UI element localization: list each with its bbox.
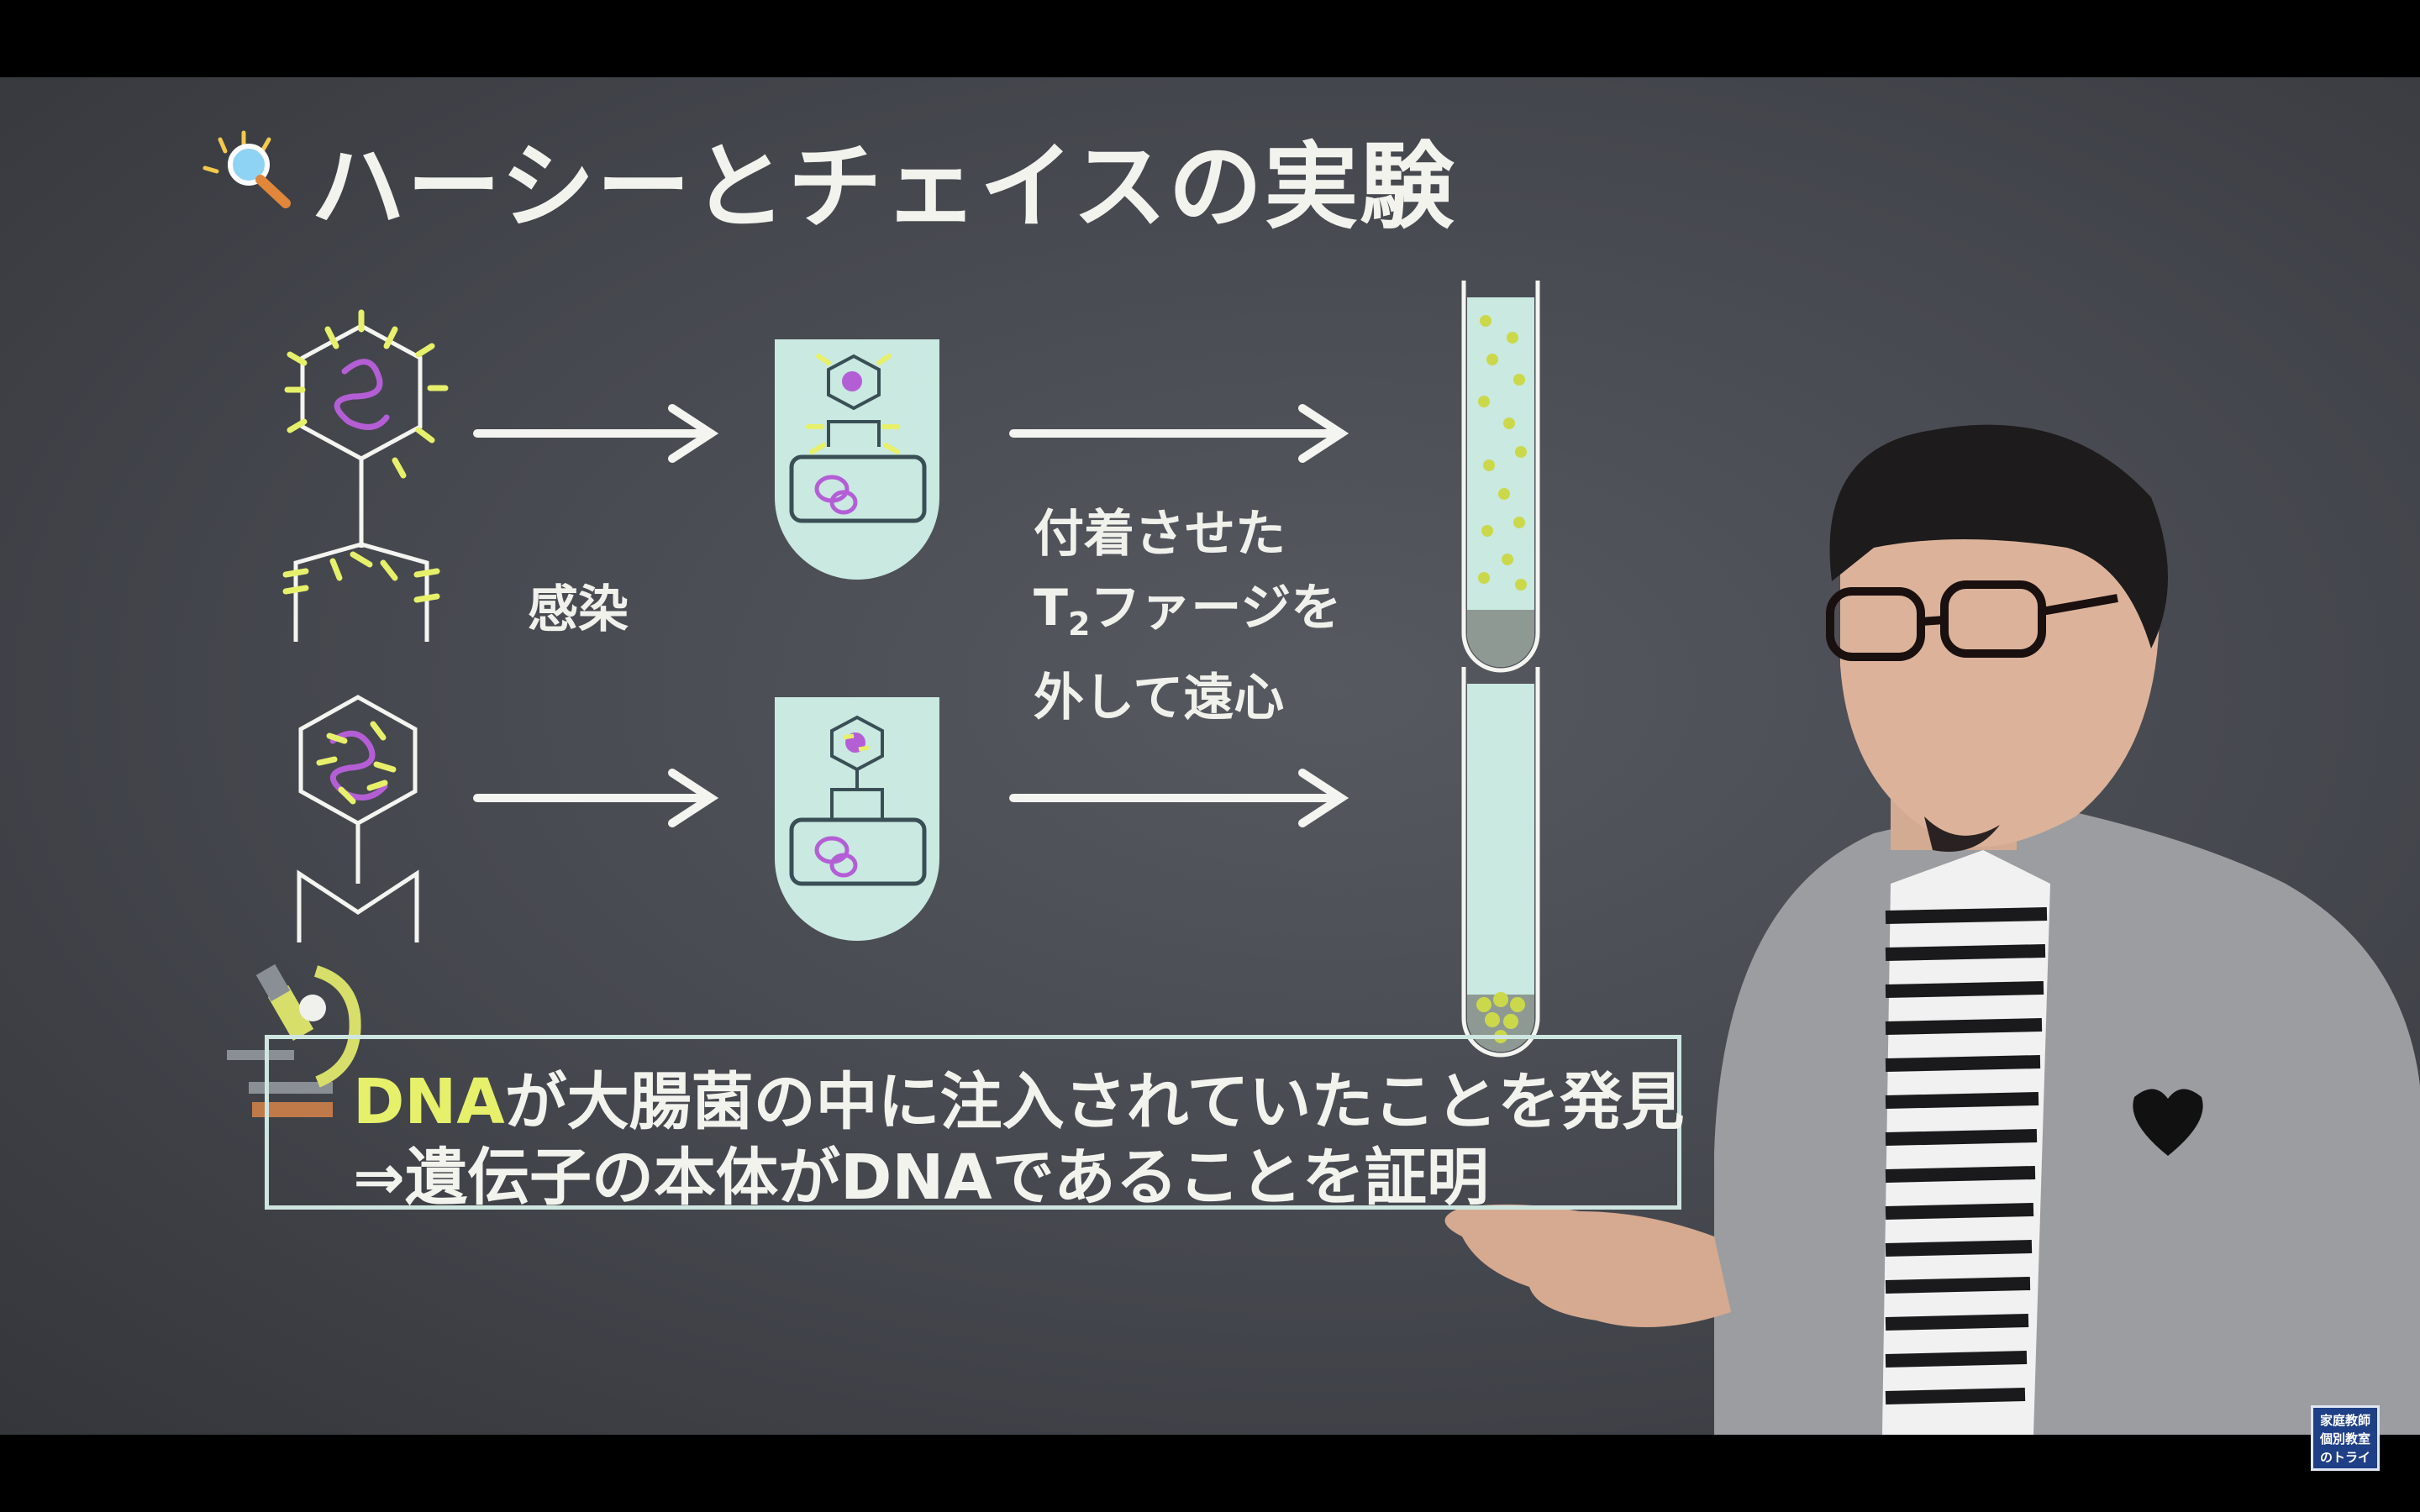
channel-logo-line1: 家庭教師 bbox=[2319, 1413, 2370, 1428]
label-detach-line2: T2ファージを bbox=[1034, 571, 1341, 661]
arrow-infection-bottom bbox=[473, 769, 719, 827]
label-detach-phage: ファージを bbox=[1090, 579, 1342, 638]
experiment-diagram bbox=[203, 130, 2420, 1435]
label-detach-t: T bbox=[1034, 579, 1068, 638]
phage-labeled-coat bbox=[282, 309, 449, 642]
magnifier-icon bbox=[203, 130, 291, 208]
conclusion-box bbox=[265, 1035, 1681, 1210]
arrow-centrifuge-top bbox=[1009, 404, 1349, 463]
centrifuge-tube-top bbox=[1461, 281, 1540, 673]
label-infection: 感染 bbox=[528, 580, 629, 639]
channel-logo[interactable]: 家庭教師 個別教室 のトライ bbox=[2311, 1405, 2380, 1471]
infection-tube-top bbox=[775, 339, 939, 580]
infection-tube-bottom bbox=[775, 697, 939, 941]
label-detach-line3: 外して遠心 bbox=[1034, 669, 1285, 727]
label-detach-line1: 付着させた bbox=[1034, 505, 1286, 564]
conclusion-highlight-dna: DNA bbox=[353, 1066, 505, 1138]
slide-title: ハーシーとチェイスの実験 bbox=[311, 133, 1456, 242]
video-frame[interactable]: ハーシーとチェイスの実験 感染 付着させた T2ファージを 外して遠心 DNAが… bbox=[0, 77, 2420, 1435]
label-detach-centrifuge: 付着させた T2ファージを 外して遠心 bbox=[1034, 497, 1341, 735]
channel-logo-line2: 個別教室 bbox=[2319, 1431, 2370, 1446]
arrow-infection-top bbox=[473, 404, 719, 463]
presenter bbox=[1444, 424, 2420, 1435]
conclusion-line-1: DNAが大腸菌の中に注入されていたことを発見 bbox=[353, 1052, 1684, 1142]
phage-labeled-dna bbox=[297, 695, 419, 942]
conclusion-line-2: ⇒遺伝子の本体がDNAであることを証明 bbox=[353, 1142, 1489, 1214]
label-detach-subscript: 2 bbox=[1067, 606, 1091, 643]
conclusion-line-1-rest: が大腸菌の中に注入されていたことを発見 bbox=[504, 1066, 1685, 1138]
arrow-centrifuge-bottom bbox=[1009, 769, 1349, 827]
channel-logo-line3: のトライ bbox=[2319, 1450, 2370, 1465]
microscope-icon bbox=[227, 963, 361, 1117]
centrifuge-tube-bottom bbox=[1461, 667, 1540, 1058]
